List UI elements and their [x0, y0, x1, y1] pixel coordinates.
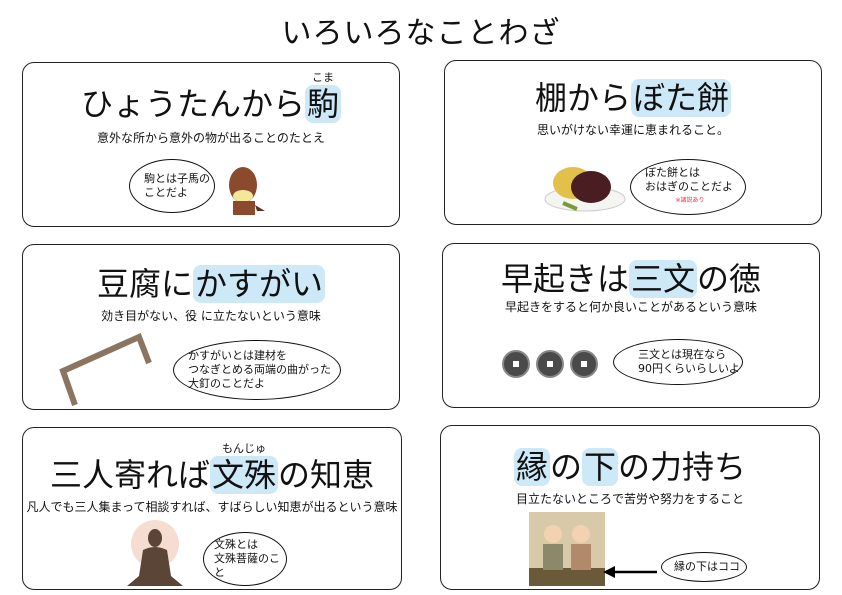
bubble-line: 三文とは現在なら [638, 348, 726, 361]
bubble-line: 90円くらいらしいよ [638, 362, 740, 375]
speech-bubble: ぼた餅とはおはぎのことだよ ※諸説あり [630, 159, 746, 215]
footnote: ※諸説あり [675, 197, 705, 204]
proverb-heading: 早起きは三文の徳 [443, 254, 819, 300]
bubble-line: 縁の下はココ [674, 560, 740, 573]
heading-text: ひょうたんから [80, 85, 305, 123]
arrow-icon [603, 566, 657, 578]
highlight-text: 駒 [307, 85, 340, 123]
speech-bubble: 縁の下はココ [661, 552, 747, 582]
bubble-line: つなぎとめる両端の曲がった [188, 363, 331, 376]
heading-text: 三人寄れば [49, 456, 210, 494]
heading-text: 棚から [534, 79, 631, 117]
heading-text: の徳 [697, 260, 762, 298]
heading-text: の [549, 448, 582, 486]
kasugai-nail-icon [59, 333, 152, 406]
speech-bubble: 文殊とは文殊菩薩のこと [203, 532, 287, 586]
page-title: いろいろなことわざ [281, 16, 561, 51]
proverb-heading: 三人寄ればもんじゅ文殊の知恵 [23, 442, 401, 496]
heading-highlight: もんじゅ文殊 [209, 442, 278, 494]
horse-icon [229, 167, 265, 215]
bubble-line: 駒とは子馬の [144, 172, 210, 185]
proverb-card-ennoshita: 縁の下の力持ち 目立たないところで苦労や努力をすること 縁の下はココ [440, 425, 820, 590]
bubble-line: 大釘のことだよ [188, 377, 265, 390]
proverb-heading: ひょうたんからこま駒 [23, 71, 399, 125]
bubble-line: 文殊とは [214, 538, 258, 551]
botamochi-icon [544, 167, 626, 212]
proverb-heading: 縁の下の力持ち [441, 442, 819, 488]
proverb-meaning: 思いがけない幸運に恵まれること。 [536, 123, 729, 137]
bubble-line: 文殊菩薩のこと [214, 552, 280, 579]
ruby-reading: もんじゅ [221, 442, 266, 455]
elderly-couple-icon [529, 512, 605, 586]
heading-highlight: こま駒 [305, 71, 342, 123]
heading-highlight: ぼた餅 [631, 79, 732, 117]
buddha-statue-icon [127, 520, 183, 586]
proverb-meaning: 意外な所から意外の物が出ることのたとえ [97, 131, 325, 145]
bubble-line: かすがいとは建材を [188, 349, 287, 362]
heading-text: 早起きは [500, 260, 629, 298]
proverb-meaning: 目立たないところで苦労や努力をすること [515, 492, 744, 506]
proverb-card-botamochi: 棚からぼた餅 思いがけない幸運に恵まれること。 ぼた餅とはおはぎのことだよ ※諸… [444, 60, 822, 225]
proverb-card-monju: 三人寄ればもんじゅ文殊の知恵 凡人でも三人集まって相談すれば、すばらしい知恵が出… [22, 427, 402, 590]
proverb-card-kasugai: 豆腐にかすがい 効き目がない、役 に立たないという意味 かすがいとは建材をつなぎ… [22, 244, 400, 410]
heading-text: の力持ち [618, 448, 747, 486]
heading-highlight: 縁 [513, 448, 550, 486]
proverb-card-hyoutan: ひょうたんからこま駒 意外な所から意外の物が出ることのたとえ 駒とは子馬のことだ… [22, 62, 400, 227]
heading-highlight: 三文 [628, 260, 697, 298]
heading-highlight: 下 [582, 448, 619, 486]
bubble-line: ぼた餅とは [645, 166, 700, 179]
speech-bubble: かすがいとは建材をつなぎとめる両端の曲がった大釘のことだよ [173, 340, 341, 400]
proverb-heading: 棚からぼた餅 [445, 73, 821, 119]
heading-text: の知恵 [278, 456, 375, 494]
proverb-heading: 豆腐にかすがい [23, 259, 399, 305]
proverb-meaning: 凡人でも三人集まって相談すれば、すばらしい知恵が出るという意味 [26, 500, 398, 514]
highlight-text: 文殊 [211, 456, 276, 494]
bubble-line: おはぎのことだよ [645, 180, 733, 193]
heading-text: 豆腐に [96, 265, 193, 303]
ruby-reading: こま [312, 71, 334, 84]
heading-highlight: かすがい [193, 265, 326, 303]
bubble-line: ことだよ [144, 186, 188, 199]
proverb-meaning: 早起きをすると何か良いことがあるという意味 [504, 300, 757, 314]
coins-icon [502, 350, 598, 378]
proverb-meaning: 効き目がない、役 に立たないという意味 [101, 309, 321, 323]
speech-bubble: 駒とは子馬のことだよ [129, 159, 215, 213]
